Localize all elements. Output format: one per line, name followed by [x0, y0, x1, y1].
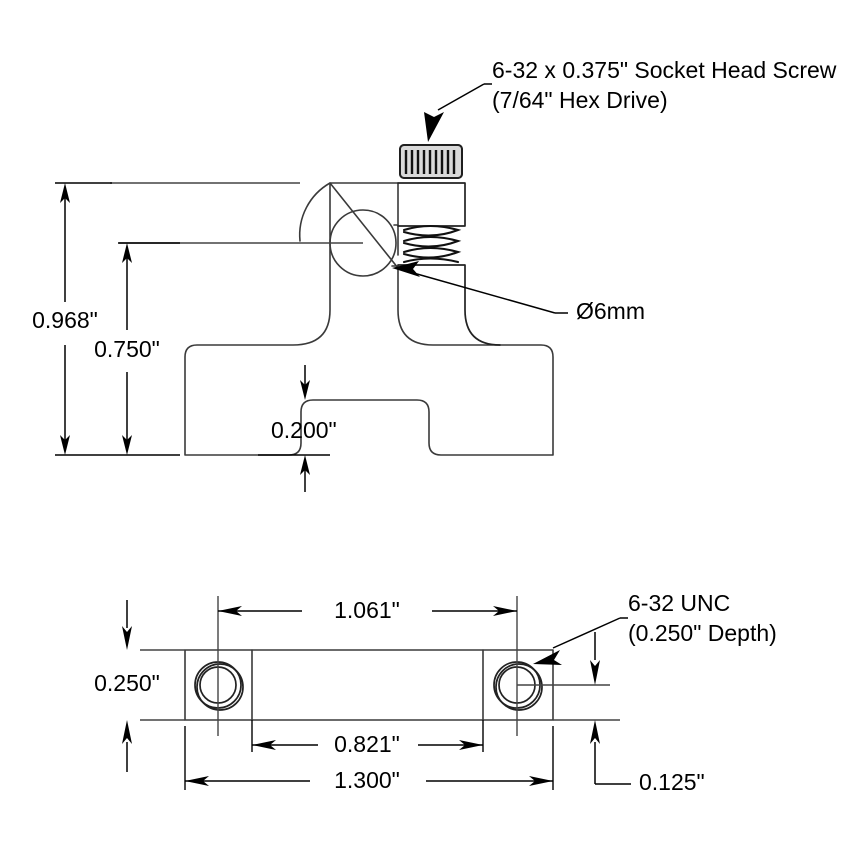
dimension-1061: 1.061" — [218, 597, 517, 623]
clamp-boss-arc — [298, 182, 331, 242]
front-view-callouts: 6-32 x 0.375" Socket Head Screw (7/64" H… — [392, 57, 837, 324]
screw-callout-leader — [424, 83, 492, 142]
tapped-hole-left — [194, 661, 244, 711]
dimension-0250: 0.250" — [94, 600, 160, 772]
dimension-0200-label: 0.200" — [271, 417, 337, 443]
dimension-1061-label: 1.061" — [334, 597, 400, 623]
front-view-dimensions: 0.968" 0.750" 0.200" — [32, 182, 337, 492]
dimension-0200: 0.200" — [258, 365, 337, 492]
dimension-0125: 0.125" — [590, 632, 705, 795]
tapped-hole-note-line-2: (0.250" Depth) — [628, 620, 777, 646]
dimension-0968: 0.968" — [32, 183, 98, 455]
dimension-0750-label: 0.750" — [94, 336, 160, 362]
bottom-view-callouts: 6-32 UNC (0.250" Depth) — [533, 590, 777, 665]
dimension-0250-label: 0.250" — [94, 670, 160, 696]
dimension-1300: 1.300" — [184, 726, 554, 793]
screw-note-line-2: (7/64" Hex Drive) — [492, 87, 668, 113]
bottom-view-group — [140, 596, 620, 736]
dimension-0968-label: 0.968" — [32, 307, 98, 333]
bore-note-label: Ø6mm — [576, 298, 645, 324]
screw-note-line-1: 6-32 x 0.375" Socket Head Screw — [492, 57, 837, 83]
dimension-0125-label: 0.125" — [639, 769, 705, 795]
tapped-hole-callout-leader — [533, 617, 628, 665]
front-view-group — [110, 144, 554, 456]
socket-head-screw-knurl — [399, 144, 463, 179]
screw-thread-helix — [402, 224, 462, 264]
dimension-0821-label: 0.821" — [334, 731, 400, 757]
screw-boss-upper — [397, 182, 466, 227]
tapped-hole-note-line-1: 6-32 UNC — [628, 590, 730, 616]
bottom-view-dimensions: 0.250" 1.061" 0.821" — [94, 597, 705, 795]
screw-boss-lower — [397, 264, 501, 346]
bore-callout-leader — [392, 261, 568, 314]
dimension-0821: 0.821" — [251, 720, 484, 757]
tapped-hole-right — [493, 661, 543, 711]
dimension-1300-label: 1.300" — [334, 767, 400, 793]
clamp-body-outline — [184, 182, 554, 456]
dimension-0750: 0.750" — [94, 243, 160, 455]
